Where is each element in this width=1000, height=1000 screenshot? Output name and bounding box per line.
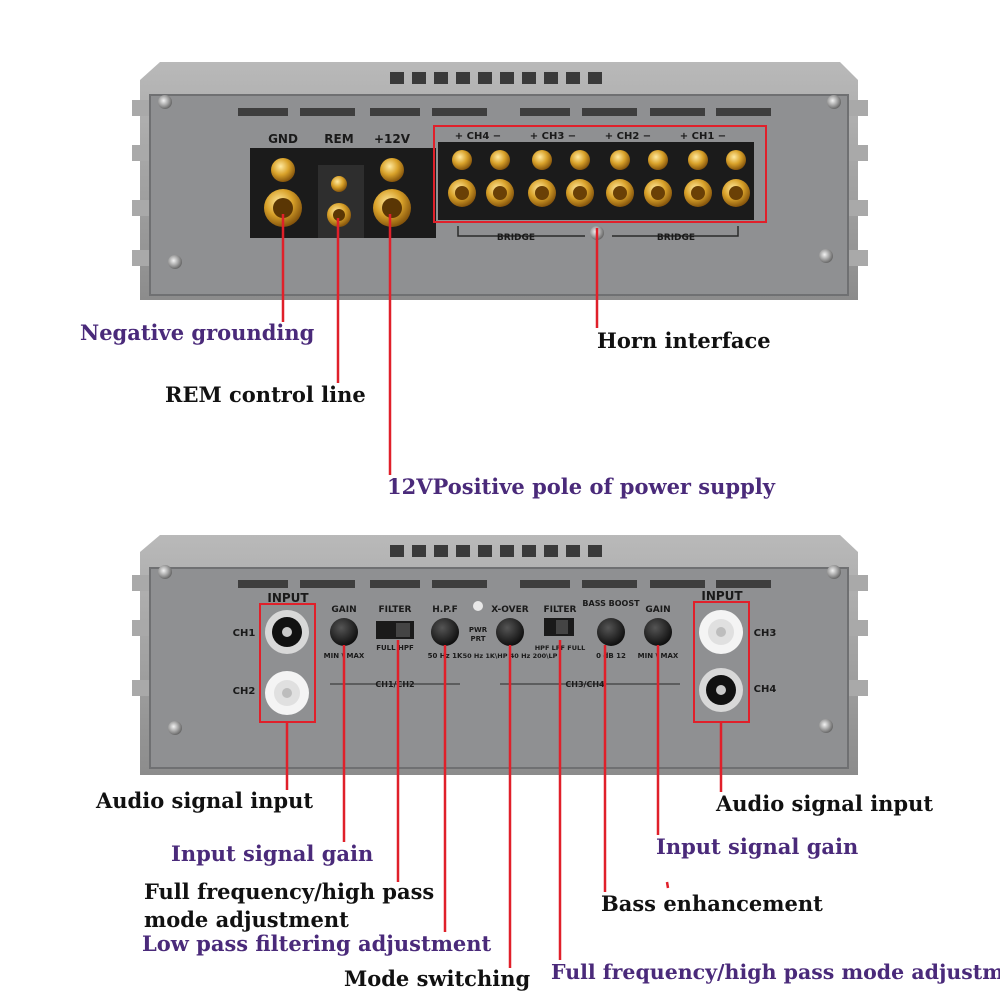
speaker-terminal-block: [438, 142, 754, 220]
svg-text:+ CH3 −: + CH3 −: [530, 131, 576, 142]
callout-full-frequency-right: Full frequency/high pass mode adjustment: [551, 960, 1000, 984]
callout-full-frequency-left-line1: Full frequency/high pass: [144, 879, 435, 904]
horn-interface-box: [433, 125, 767, 223]
svg-text:INPUT: INPUT: [701, 589, 743, 603]
svg-text:BRIDGE: BRIDGE: [657, 233, 695, 243]
gnd-label: GND: [268, 132, 298, 146]
callout-input-gain-right: Input signal gain: [656, 834, 859, 859]
svg-text:+ CH1 −: + CH1 −: [680, 131, 726, 142]
svg-text:BRIDGE: BRIDGE: [497, 233, 535, 243]
12v-screw-icon: [380, 158, 404, 182]
callout-horn-interface: Horn interface: [597, 328, 771, 353]
rem-screw-icon: [331, 176, 347, 192]
svg-text:FULL HPF: FULL HPF: [376, 644, 414, 652]
callout-lines: [281, 214, 723, 968]
pwr-led-icon: [473, 601, 483, 611]
svg-text:FILTER: FILTER: [544, 605, 577, 615]
svg-text:FILTER: FILTER: [379, 605, 412, 615]
bottom-amplifier: INPUT CH1 CH2 INPUT CH3 CH4 GAIN MIN \ M…: [132, 535, 868, 775]
callout-bass-enhancement: Bass enhancement: [601, 891, 823, 916]
svg-text:+ CH2 −: + CH2 −: [605, 131, 651, 142]
svg-text:CH3: CH3: [754, 628, 777, 639]
rem-label: REM: [324, 132, 353, 146]
svg-text:GAIN: GAIN: [645, 605, 670, 615]
top-amplifier: GND REM +12V + CH4 − + CH3 − + CH2 − + C…: [132, 62, 868, 300]
svg-text:PRT: PRT: [471, 635, 486, 643]
xover-knob-icon: [496, 618, 524, 646]
callout-full-frequency-left-line2: mode adjustment: [144, 907, 349, 932]
svg-text:INPUT: INPUT: [267, 591, 309, 605]
gain-right-knob-icon: [644, 618, 672, 646]
svg-text:H.P.F: H.P.F: [432, 605, 457, 615]
svg-text:PWR: PWR: [469, 626, 488, 634]
callout-rem-control-line: REM control line: [165, 382, 366, 407]
svg-text:CH3/CH4: CH3/CH4: [565, 680, 605, 689]
svg-text:X-OVER: X-OVER: [491, 605, 528, 615]
svg-text:+ CH4 −: + CH4 −: [455, 131, 501, 142]
bottom-faceplate: [149, 567, 849, 769]
svg-text:GAIN: GAIN: [331, 605, 356, 615]
callout-low-pass-filtering: Low pass filtering adjustment: [142, 931, 492, 956]
svg-text:CH2: CH2: [233, 686, 256, 697]
svg-text:0 dB 12: 0 dB 12: [596, 652, 626, 660]
speaker-terminals: [448, 150, 750, 207]
callout-audio-input-right: Audio signal input: [716, 791, 934, 816]
hpf-knob-icon: [431, 618, 459, 646]
callout-negative-grounding: Negative grounding: [80, 320, 315, 345]
svg-text:CH4: CH4: [754, 684, 777, 695]
callout-positive-pole: 12VPositive pole of power supply: [387, 474, 775, 499]
12v-label: +12V: [374, 132, 411, 146]
svg-text:CH1/CH2: CH1/CH2: [375, 680, 414, 689]
callout-audio-input-left: Audio signal input: [96, 788, 314, 813]
bass-boost-knob-icon: [597, 618, 625, 646]
svg-text:CH1: CH1: [233, 628, 256, 639]
callout-input-gain-left: Input signal gain: [171, 841, 374, 866]
svg-text:BASS BOOST: BASS BOOST: [582, 599, 640, 608]
gain-left-knob-icon: [330, 618, 358, 646]
callout-mode-switching: Mode switching: [344, 966, 531, 991]
gnd-screw-icon: [271, 158, 295, 182]
